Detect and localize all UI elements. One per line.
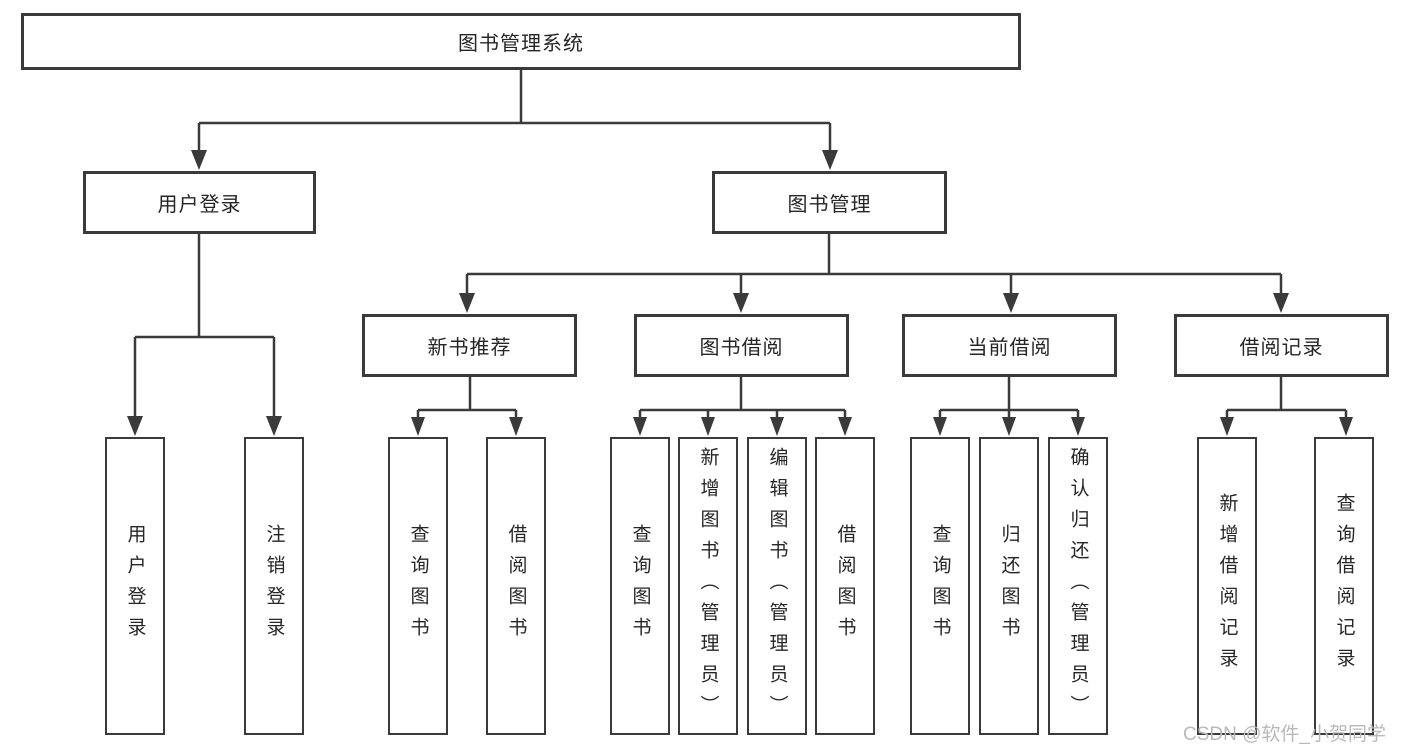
- node-user-login: 用户登录: [83, 171, 316, 234]
- node-book-management: 图书管理: [712, 171, 947, 234]
- leaf-query-borrow-record: 查询借阅记录: [1314, 437, 1374, 735]
- arrow-down-icon: [1003, 293, 1019, 313]
- arrow-down-icon: [411, 417, 425, 436]
- leaf-query-borrow-record-label: 查询借阅记录: [1333, 493, 1355, 679]
- leaf-recommend-query-book: 查询图书: [388, 437, 448, 735]
- arrow-down-icon: [1273, 293, 1289, 313]
- leaf-add-book-admin-label: 新增图书（管理员）: [697, 446, 719, 726]
- arrow-down-icon: [266, 416, 282, 436]
- node-borrow-record-label: 借阅记录: [1239, 337, 1324, 359]
- arrow-down-icon: [509, 417, 523, 436]
- leaf-current-query-book-label: 查询图书: [929, 524, 951, 648]
- leaf-recommend-borrow-book-label: 借阅图书: [505, 524, 527, 648]
- arrow-down-icon: [933, 417, 947, 436]
- arrow-down-icon: [701, 417, 715, 436]
- arrow-down-icon: [1339, 417, 1353, 436]
- leaf-recommend-query-book-label: 查询图书: [407, 524, 429, 648]
- node-book-borrow-label: 图书借阅: [699, 337, 784, 359]
- node-book-management-label: 图书管理: [787, 194, 872, 216]
- leaf-confirm-return-admin: 确认归还（管理员）: [1048, 437, 1108, 735]
- node-book-borrow: 图书借阅: [634, 314, 849, 377]
- arrow-down-icon: [459, 293, 475, 313]
- node-new-book-recommend-label: 新书推荐: [427, 337, 512, 359]
- leaf-confirm-return-admin-label: 确认归还（管理员）: [1067, 446, 1089, 726]
- arrow-down-icon: [191, 150, 207, 170]
- arrow-down-icon: [1071, 417, 1085, 436]
- csdn-watermark: CSDN @软件_小贺同学: [1183, 724, 1386, 745]
- leaf-return-book-label: 归还图书: [998, 524, 1020, 648]
- node-current-borrow: 当前借阅: [902, 314, 1117, 377]
- node-borrow-record: 借阅记录: [1174, 314, 1389, 377]
- leaf-logout-label: 注销登录: [263, 524, 285, 648]
- arrow-down-icon: [838, 417, 852, 436]
- leaf-borrow-book-label: 借阅图书: [834, 524, 856, 648]
- leaf-borrow-query-book-label: 查询图书: [629, 524, 651, 648]
- arrow-down-icon: [1002, 417, 1016, 436]
- leaf-add-borrow-record: 新增借阅记录: [1197, 437, 1257, 735]
- leaf-recommend-borrow-book: 借阅图书: [486, 437, 546, 735]
- node-root-label: 图书管理系统: [458, 33, 584, 55]
- node-new-book-recommend: 新书推荐: [362, 314, 577, 377]
- leaf-edit-book-admin: 编辑图书（管理员）: [747, 437, 807, 735]
- arrow-down-icon: [1220, 417, 1234, 436]
- node-root: 图书管理系统: [21, 13, 1021, 70]
- leaf-add-borrow-record-label: 新增借阅记录: [1216, 493, 1238, 679]
- arrow-down-icon: [127, 416, 143, 436]
- leaf-return-book: 归还图书: [979, 437, 1039, 735]
- leaf-user-login-label: 用户登录: [124, 524, 146, 648]
- leaf-borrow-book: 借阅图书: [815, 437, 875, 735]
- arrow-down-icon: [822, 150, 838, 170]
- node-current-borrow-label: 当前借阅: [967, 337, 1052, 359]
- leaf-borrow-query-book: 查询图书: [610, 437, 670, 735]
- leaf-add-book-admin: 新增图书（管理员）: [678, 437, 738, 735]
- arrow-down-icon: [733, 293, 749, 313]
- leaf-logout: 注销登录: [244, 437, 304, 735]
- arrow-down-icon: [770, 417, 784, 436]
- arrow-down-icon: [633, 417, 647, 436]
- leaf-current-query-book: 查询图书: [910, 437, 970, 735]
- leaf-edit-book-admin-label: 编辑图书（管理员）: [766, 446, 788, 726]
- node-user-login-label: 用户登录: [157, 194, 242, 216]
- leaf-user-login: 用户登录: [105, 437, 165, 735]
